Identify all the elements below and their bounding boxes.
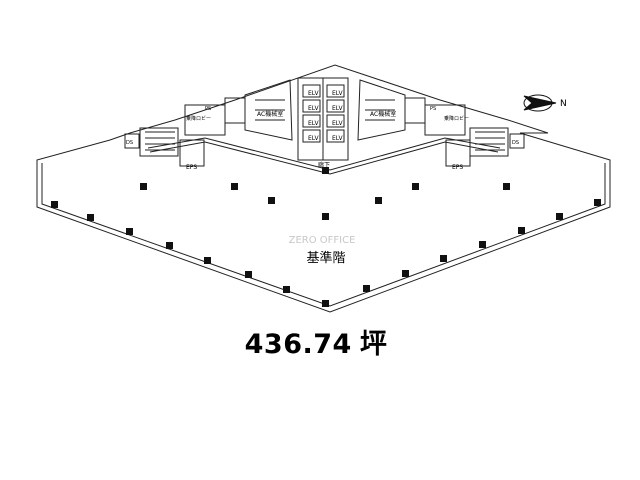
north-label: N [560,99,567,109]
ps-right-label: PS [430,106,436,112]
north-arrow-icon [523,94,557,112]
machine-room-right-label: AC機械室 [370,110,396,118]
eps-left-label: EPS [186,164,197,171]
building-outline [36,64,611,313]
lobby-left-label: 乗降ロビー [186,115,211,122]
core-edge [147,137,501,171]
machine-room-right [357,79,406,141]
elv-label: ELV [332,105,343,112]
lobby-right-label: 乗降ロビー [444,115,469,122]
elv-label: ELV [308,135,319,142]
area-value: 436.74 [244,329,352,360]
ds-left-label: DS [126,140,133,146]
ps-left-label: PS [205,106,211,112]
eps-right-label: EPS [452,164,463,171]
elv-label: ELV [308,90,319,97]
elv-label: ELV [332,120,343,127]
elv-label: ELV [332,135,343,142]
structural-columns [51,167,601,307]
corridor-label: 廊下 [318,161,330,169]
floor-label: 基準階 [306,250,345,266]
ds-right-label: DS [512,140,519,146]
elv-label: ELV [332,90,343,97]
elv-label: ELV [308,120,319,127]
area-unit: 坪 [359,329,388,360]
machine-room-left-label: AC機械室 [257,110,283,118]
elv-label: ELV [308,105,319,112]
watermark-text: ZERO OFFICE [289,235,356,246]
